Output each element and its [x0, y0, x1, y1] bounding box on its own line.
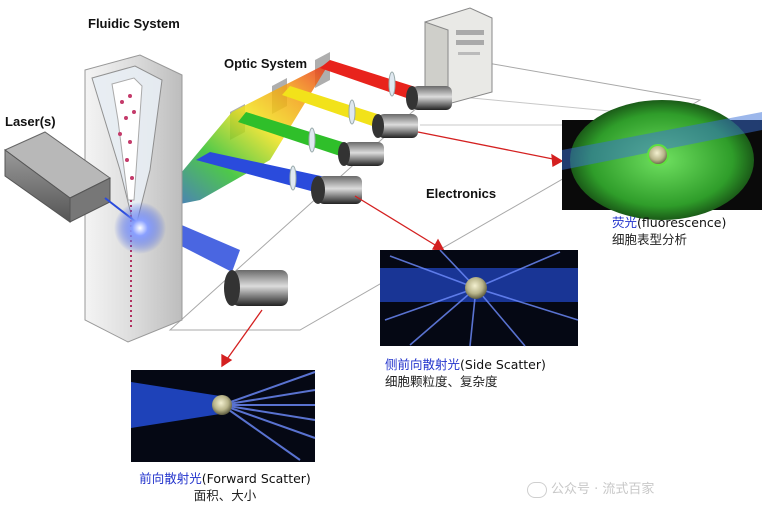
forward-scatter-sub: 面积、大小 — [131, 487, 319, 504]
detector-yellow — [372, 114, 418, 138]
side-scatter-inset — [380, 250, 578, 346]
side-scatter-sub: 细胞颗粒度、复杂度 — [385, 373, 546, 390]
electronics-label: Electronics — [426, 186, 496, 201]
forward-scatter-zh: 前向散射光 — [139, 471, 202, 486]
lens — [309, 128, 315, 152]
lens — [290, 166, 296, 190]
fluorescence-sub: 细胞表型分析 — [612, 231, 726, 248]
lens — [389, 72, 395, 96]
fluorescence-en: (fluorescence) — [637, 215, 726, 230]
side-scatter-caption: 侧前向散射光(Side Scatter) 细胞颗粒度、复杂度 — [385, 356, 546, 390]
detector-red — [406, 86, 452, 110]
watermark: 公众号 · 流式百家 — [527, 478, 654, 498]
side-scatter-zh: 侧前向散射光 — [385, 357, 460, 372]
wechat-icon — [527, 482, 547, 498]
fluidic-system-label: Fluidic System — [88, 16, 180, 31]
forward-scatter-en: (Forward Scatter) — [202, 471, 311, 486]
interrogation-point — [114, 202, 166, 254]
side-scatter-en: (Side Scatter) — [460, 357, 546, 372]
lens — [349, 100, 355, 124]
detector-forward-scatter — [224, 270, 288, 306]
fluorescence-zh: 荧光 — [612, 215, 637, 230]
detector-side-scatter — [311, 176, 362, 204]
fluorescence-caption: 荧光(fluorescence) 细胞表型分析 — [612, 214, 726, 248]
watermark-text: 公众号 · 流式百家 — [551, 482, 654, 497]
optic-system-label: Optic System — [224, 56, 307, 71]
forward-scatter-inset — [131, 370, 315, 462]
detector-green — [338, 142, 384, 166]
forward-scatter-caption: 前向散射光(Forward Scatter) 面积、大小 — [131, 470, 319, 504]
lasers-label: Laser(s) — [5, 114, 56, 129]
